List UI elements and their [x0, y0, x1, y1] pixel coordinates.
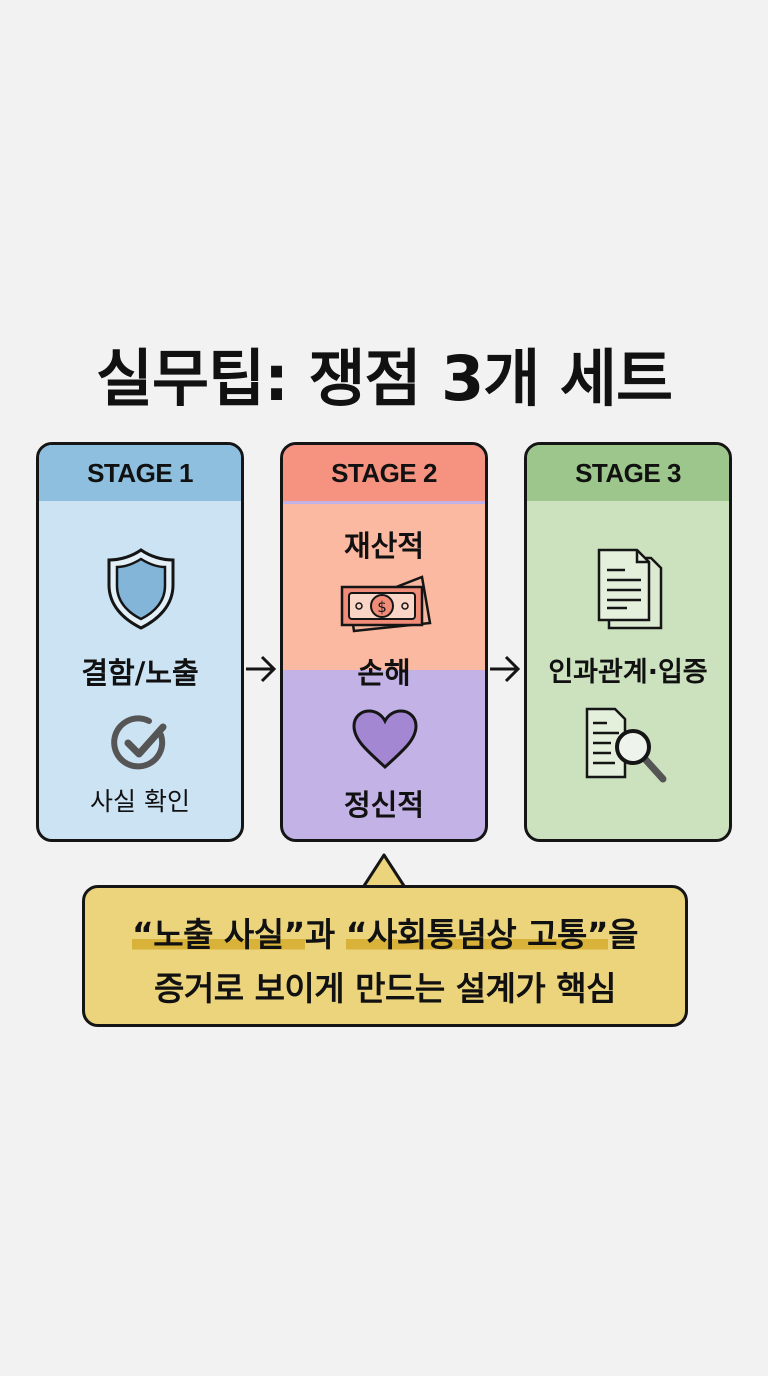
stage-1-label: 결함/노출	[81, 656, 199, 690]
highlight-social-distress: “사회통념상 고통”	[345, 915, 609, 954]
stage-header: STAGE 2	[283, 445, 485, 501]
stage-2-label-top: 재산적	[343, 529, 425, 563]
stage-header: STAGE 1	[39, 445, 241, 501]
stage-3-card: STAGE 3 인과관계·입증	[524, 442, 732, 842]
stage-2-label-bottom: 정신적	[343, 788, 425, 822]
callout-line-1: “노출 사실”과 “사회통념상 고통”을	[85, 908, 685, 956]
callout-line-2: 증거로 보이게 만드는 설계가 핵심	[154, 969, 617, 1008]
page-title: 실무팁: 쟁점 3개 세트	[95, 342, 673, 415]
money-icon: $	[340, 575, 432, 633]
callout-text: 을	[608, 915, 638, 954]
highlight-exposure-fact: “노출 사실”	[132, 915, 305, 954]
callout-text: 과	[304, 915, 346, 954]
document-icon	[597, 548, 663, 630]
arrow-right-icon	[490, 655, 521, 683]
check-circle-icon	[111, 715, 167, 770]
document-search-icon	[585, 707, 667, 783]
arrow-right-icon	[246, 655, 277, 683]
stage-1-card: STAGE 1 결함/노출 사실 확인	[36, 442, 244, 842]
shield-icon	[107, 548, 175, 630]
stage-1-sub: 사실 확인	[90, 787, 190, 816]
stage-header: STAGE 3	[527, 445, 729, 501]
key-point-callout: “노출 사실”과 “사회통념상 고통”을 증거로 보이게 만드는 설계가 핵심	[82, 885, 688, 1027]
stage-2-label-mid: 손해	[357, 656, 411, 690]
svg-text:$: $	[377, 598, 387, 616]
stage-2-card: STAGE 2 재산적 $ 손해 정신적	[280, 442, 488, 842]
stage-3-label: 인과관계·입증	[548, 657, 708, 688]
heart-icon	[352, 709, 418, 770]
